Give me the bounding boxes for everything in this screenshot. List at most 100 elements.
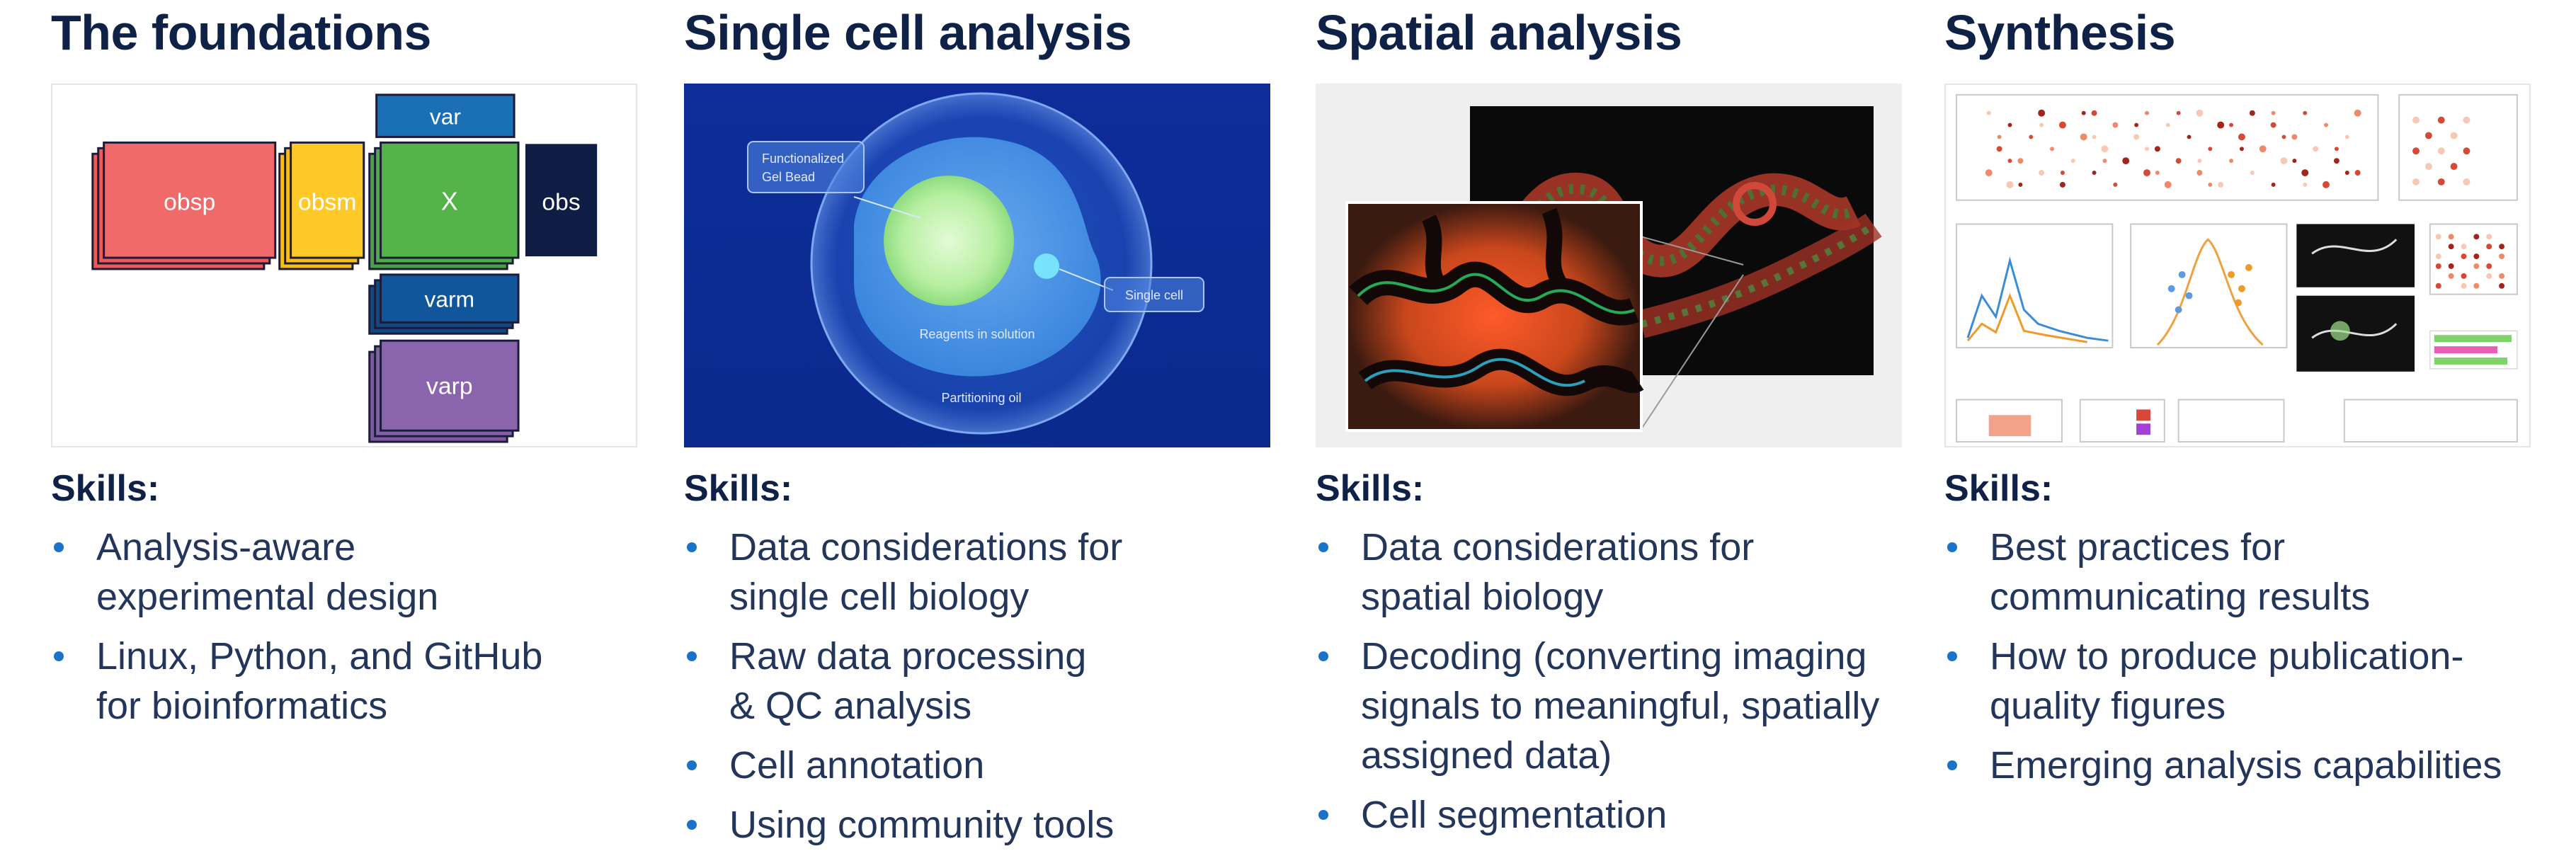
- dot-mark: [2249, 110, 2255, 116]
- dot-mark: [2424, 163, 2432, 171]
- dot-mark: [2473, 253, 2480, 260]
- dot-mark: [2039, 170, 2045, 176]
- gel-bead: [884, 176, 1014, 306]
- dot-mark: [2059, 181, 2065, 188]
- dot-mark: [2450, 132, 2458, 139]
- dot-mark: [2271, 110, 2276, 115]
- dot-mark: [2354, 109, 2361, 117]
- column-title: The foundations: [51, 5, 431, 60]
- dot-mark: [2060, 171, 2065, 176]
- dot-mark: [2155, 171, 2160, 176]
- gem-partition-illustration: Functionalized Gel Bead Single cell Reag…: [684, 84, 1270, 447]
- dot-mark: [2133, 134, 2140, 140]
- dot-mark: [2217, 121, 2225, 129]
- column-spatial: Spatial analysis: [1316, 0, 1910, 868]
- dot-mark: [2448, 263, 2454, 269]
- dot-mark: [2017, 158, 2024, 164]
- dot-mark: [2412, 178, 2420, 185]
- dot-mark: [2208, 147, 2213, 152]
- dot-mark: [2499, 244, 2505, 250]
- column-synthesis: Synthesis: [1944, 0, 2539, 868]
- dot-mark: [2334, 147, 2339, 152]
- dot-mark: [2143, 169, 2150, 176]
- bullet-icon: [54, 651, 64, 661]
- dot-mark: [2238, 133, 2245, 141]
- dot-mark: [2448, 244, 2454, 250]
- dot-mark: [2101, 145, 2109, 153]
- reagents-label: Reagents in solution: [919, 327, 1035, 341]
- skill-item: Using community tools: [684, 800, 1293, 850]
- dot-mark: [2229, 159, 2234, 164]
- column-single-cell: Single cell analysis: [684, 0, 1279, 868]
- dot-mark: [2324, 122, 2328, 127]
- dot-mark: [2473, 263, 2480, 269]
- obsp-label: obsp: [164, 189, 215, 216]
- skill-item: Cell annotation: [684, 741, 1293, 790]
- column-title: Spatial analysis: [1316, 5, 1682, 60]
- dot-mark: [2050, 147, 2055, 152]
- dot-mark: [2164, 181, 2172, 188]
- dot-mark: [2081, 110, 2086, 115]
- oil-label: Partitioning oil: [941, 391, 1021, 405]
- spatial-tissue-images: [1316, 84, 1902, 447]
- dot-mark: [2113, 182, 2118, 187]
- dot-mark: [2486, 234, 2492, 240]
- varm-label: varm: [425, 287, 475, 312]
- bullet-icon: [1947, 651, 1957, 661]
- dot-mark: [2145, 110, 2149, 115]
- bead-label-box: Functionalized Gel Bead: [747, 141, 865, 193]
- dot-mark: [2463, 178, 2470, 185]
- dot-mark: [2437, 147, 2445, 155]
- dot-mark: [2303, 110, 2308, 115]
- varp-label: varp: [426, 373, 473, 400]
- dot-mark: [1986, 110, 1991, 115]
- tissue-zoom-image: [1345, 201, 1644, 432]
- dot-mark: [1985, 169, 1993, 176]
- bullet-icon: [687, 542, 697, 552]
- column-foundations: The foundations obsp obsm var: [51, 0, 646, 868]
- dot-mark: [2281, 135, 2286, 139]
- dot-mark: [2176, 110, 2181, 115]
- dot-mark: [2448, 234, 2454, 240]
- svg-text:Single cell: Single cell: [1125, 288, 1183, 302]
- dot-mark: [1996, 146, 2002, 152]
- dot-mark: [2270, 122, 2276, 128]
- dot-mark: [2187, 135, 2192, 139]
- dot-mark: [2196, 109, 2204, 117]
- anndata-diagram: obsp obsm var X: [51, 84, 637, 447]
- dot-plot-grid: [1985, 109, 2505, 289]
- dot-mark: [2461, 253, 2467, 260]
- dot-mark: [2437, 116, 2445, 124]
- dot-mark: [2229, 122, 2234, 127]
- dot-mark: [2029, 135, 2034, 139]
- skill-item: Cell segmentation: [1316, 790, 1925, 840]
- dot-mark: [2039, 122, 2044, 127]
- x-block: X: [368, 141, 520, 270]
- obs-label: obs: [542, 189, 580, 216]
- dot-mark: [2437, 178, 2445, 185]
- dot-mark: [2165, 122, 2170, 127]
- dot-mark: [2450, 163, 2458, 171]
- var-block: var: [375, 93, 515, 138]
- dot-mark: [2344, 135, 2349, 139]
- single-cell-label-box: Single cell: [1104, 277, 1204, 312]
- bullet-icon: [1947, 542, 1957, 552]
- bullet-icon: [687, 651, 697, 661]
- dot-mark: [2424, 132, 2432, 139]
- skills-heading: Skills:: [1316, 468, 1425, 509]
- dot-mark: [2435, 253, 2441, 260]
- dot-mark: [2354, 170, 2361, 176]
- dot-mark: [2499, 253, 2505, 260]
- bullet-icon: [687, 760, 697, 770]
- dot-mark: [2007, 122, 2012, 127]
- dot-mark: [2092, 171, 2097, 176]
- dot-mark: [2291, 134, 2298, 140]
- dot-mark: [2196, 170, 2203, 176]
- dot-mark: [2448, 273, 2454, 279]
